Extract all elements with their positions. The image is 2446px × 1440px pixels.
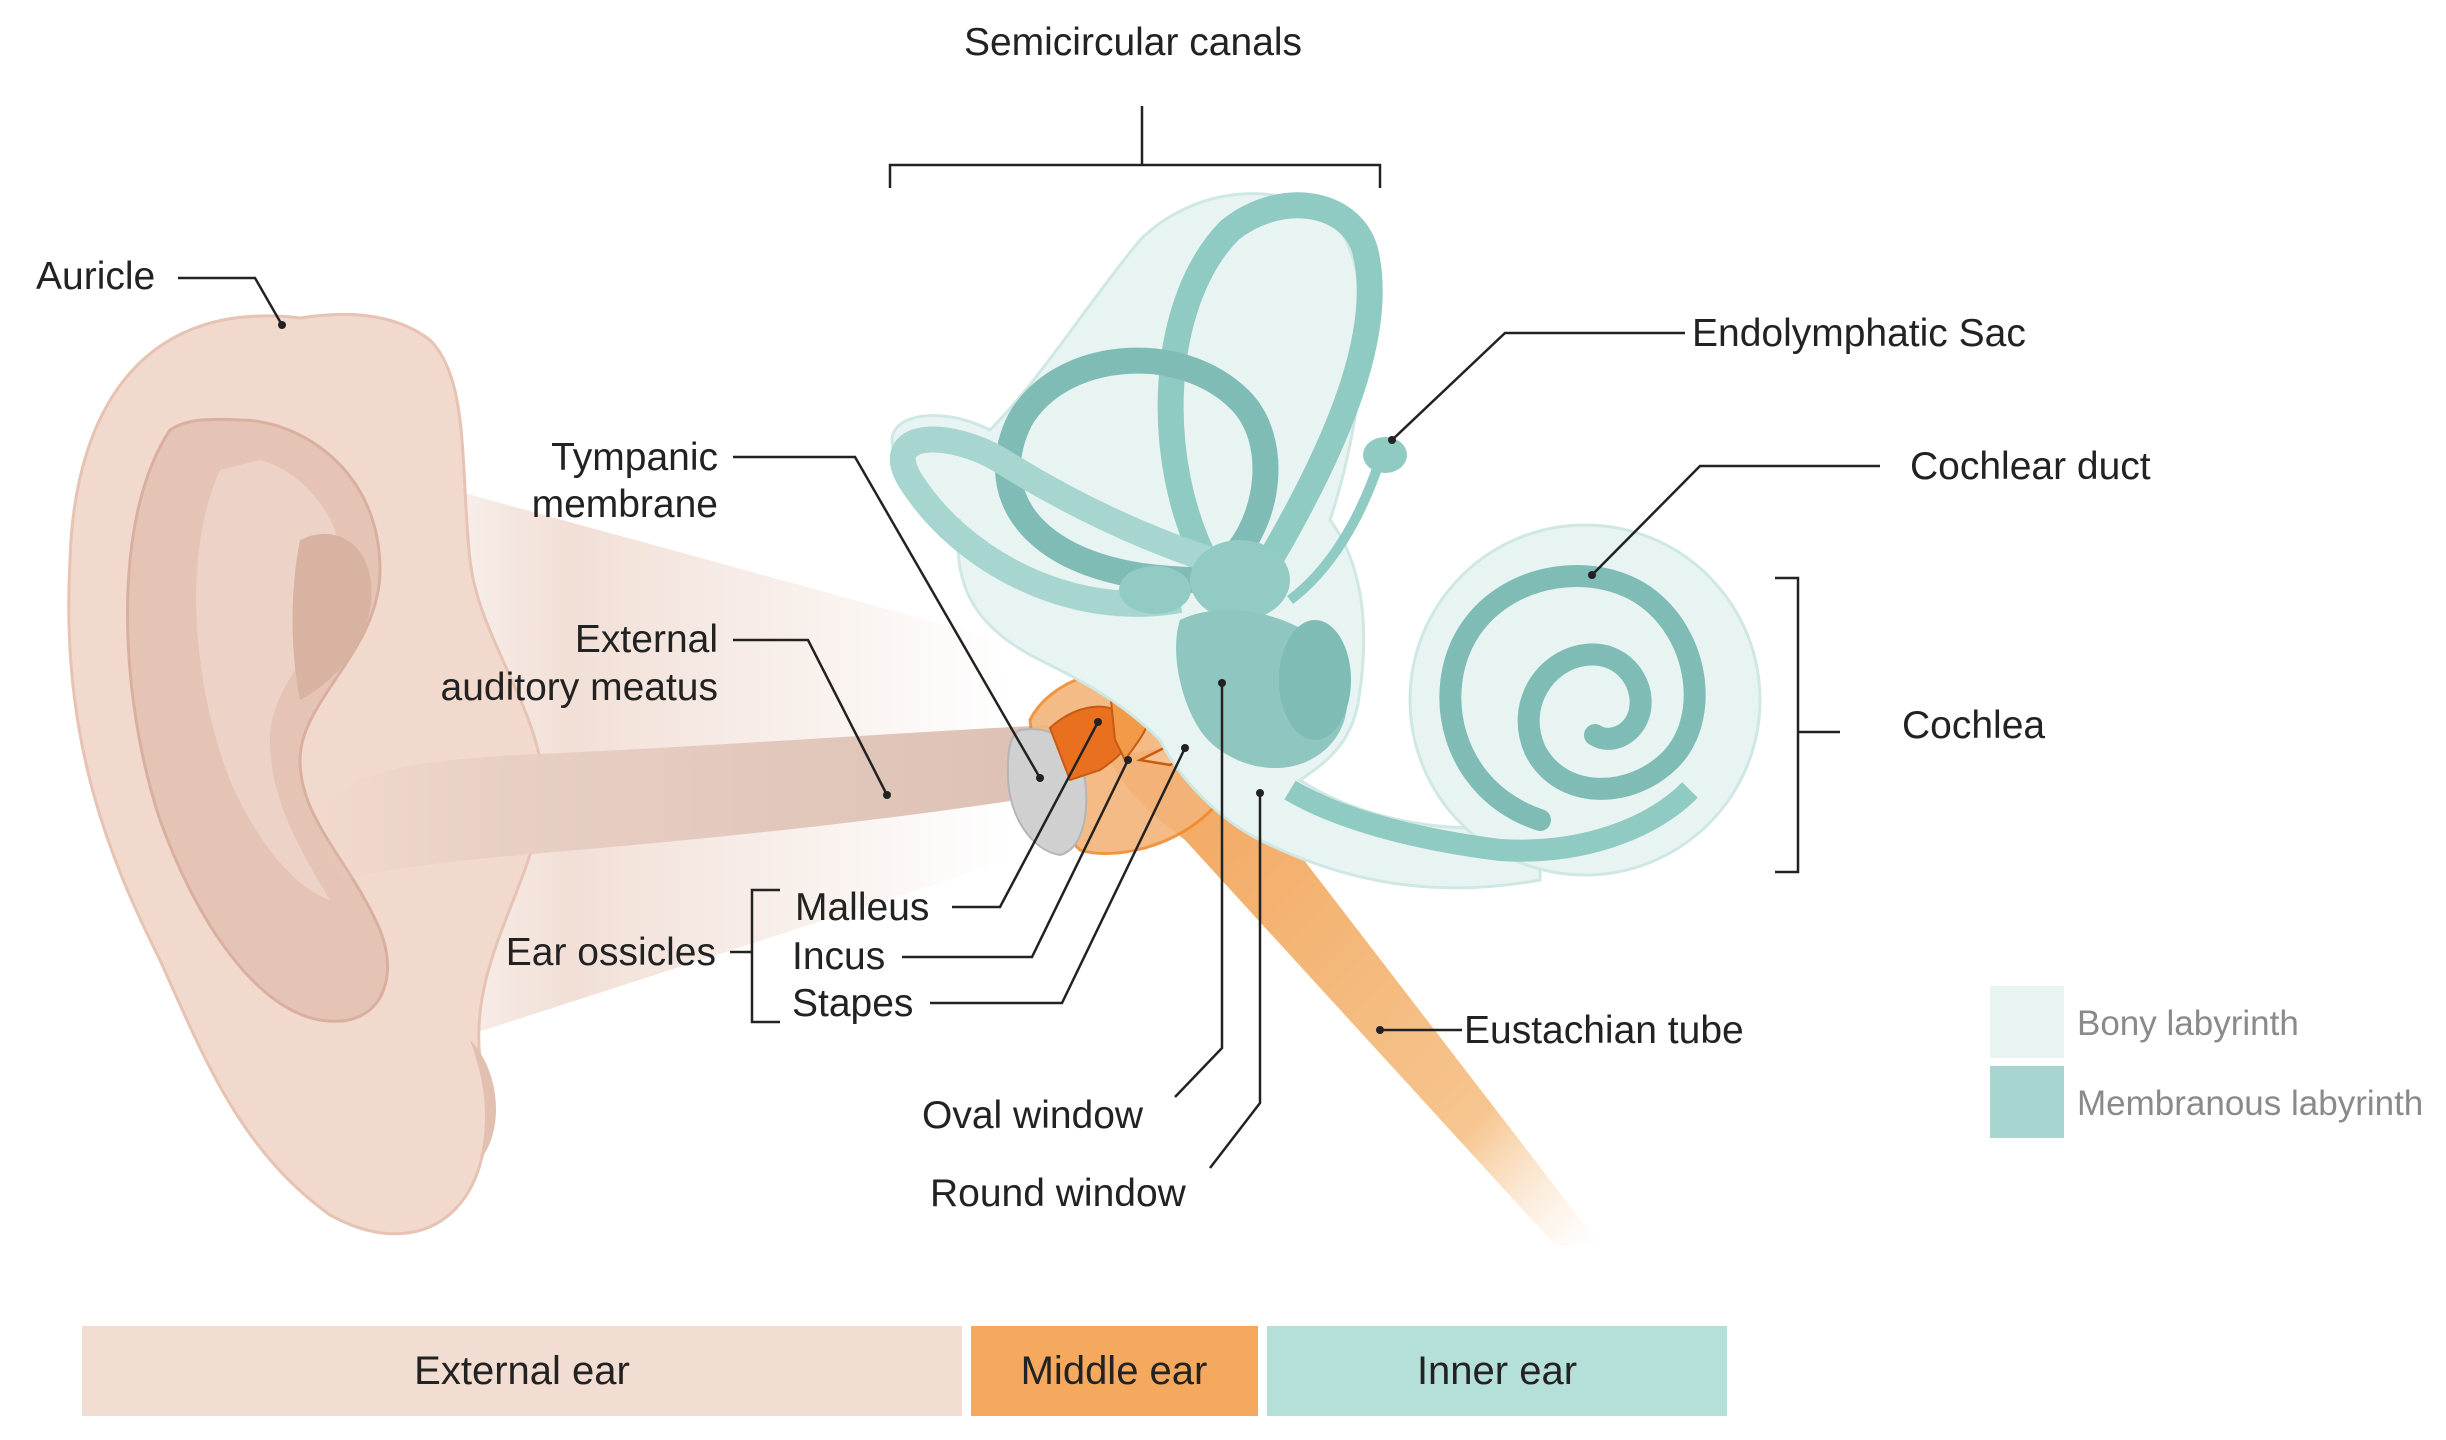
leader-lines: [178, 106, 1880, 1169]
endolymphatic-dot: [1388, 436, 1396, 444]
oval-window-leader: [1174, 683, 1224, 1098]
round-window-dot: [1256, 789, 1264, 797]
tympanic-label-line1: Tympanic: [551, 436, 718, 479]
auricle-leader: [178, 276, 284, 326]
semicircular-bracket: [888, 163, 1382, 188]
lateral-canal: [889, 426, 1215, 617]
malleus-dot: [1094, 718, 1102, 726]
stapes-dot: [1181, 744, 1189, 752]
legend-bony-swatch: [1990, 986, 2064, 1058]
incus-label: Incus: [792, 935, 885, 978]
endolymphatic-duct: [1286, 458, 1385, 604]
concha: [292, 533, 372, 700]
inner-ear-bar-label: Inner ear: [1417, 1349, 1577, 1393]
legend-membranous-swatch: [1990, 1066, 2064, 1138]
inner-ear-illustration: [889, 192, 1762, 890]
ampulla: [1119, 566, 1191, 614]
inner-ear-bar: [1267, 1326, 1727, 1416]
region-bars: External ear Middle ear Inner ear: [82, 1326, 1727, 1416]
external-meatus-label-line2: auditory meatus: [441, 666, 718, 709]
cochlea-bracket: [1775, 576, 1800, 874]
saccule: [1279, 620, 1351, 740]
utricle: [1190, 540, 1290, 620]
labels: Semicircular canals Auricle Endolymphati…: [36, 21, 2151, 1215]
oval-window-dot: [1218, 679, 1226, 687]
cochlear-duct-leader: [1591, 464, 1880, 576]
tympanic-label-line2: membrane: [532, 483, 718, 526]
incus-leader: [902, 759, 1130, 959]
middle-ear-bar-label: Middle ear: [1021, 1349, 1208, 1393]
endolymphatic-leader: [1391, 331, 1685, 441]
stapes-label: Stapes: [792, 982, 913, 1025]
tympanic-leader: [733, 455, 1042, 779]
legend: Bony labyrinth Membranous labyrinth: [1990, 986, 2423, 1138]
external-ear-bar: [82, 1326, 962, 1416]
ossicles-bracket: [750, 888, 780, 1024]
auricle-label: Auricle: [36, 255, 155, 298]
middle-ear-bar: [971, 1326, 1258, 1416]
earlobe-fold: [470, 1040, 497, 1160]
cochlea-label: Cochlea: [1902, 704, 2045, 747]
eustachian-tube-shape: [1110, 747, 1600, 1245]
endolymphatic-sac-shape: [1363, 437, 1407, 473]
posterior-canal: [995, 347, 1279, 593]
legend-membranous-label: Membranous labyrinth: [2077, 1084, 2423, 1123]
cochlear-duct-dot: [1588, 571, 1596, 579]
malleus-label: Malleus: [795, 886, 929, 929]
cochlear-duct-label: Cochlear duct: [1910, 445, 2151, 488]
cochlear-spiral: [1439, 565, 1706, 831]
legend-bony-label: Bony labyrinth: [2077, 1004, 2299, 1043]
bony-labyrinth-shape: [890, 192, 1542, 890]
round-window-label: Round window: [930, 1172, 1187, 1215]
round-window-leader: [1209, 793, 1262, 1169]
external-ear-illustration: [67, 312, 1080, 1236]
eustachian-tube-label: Eustachian tube: [1464, 1009, 1744, 1052]
eustachian-dot: [1376, 1026, 1384, 1034]
external-meatus-dot: [883, 791, 891, 799]
external-meatus-leader: [733, 638, 889, 796]
external-ear-bar-label: External ear: [414, 1349, 630, 1393]
endolymphatic-sac-label: Endolymphatic Sac: [1692, 312, 2026, 355]
auricle-dot: [278, 321, 286, 329]
tympanic-dot: [1036, 774, 1044, 782]
ear-canal: [319, 725, 1080, 880]
ductus-reuniens: [1284, 780, 1698, 862]
semicircular-canals-label: Semicircular canals: [964, 21, 1302, 64]
ear-ossicles-label: Ear ossicles: [506, 931, 716, 974]
external-meatus-label-line1: External: [575, 618, 718, 661]
incus-dot: [1124, 756, 1132, 764]
anterior-canal: [1157, 192, 1383, 577]
oval-window-label: Oval window: [922, 1094, 1144, 1137]
malleus-leader: [952, 721, 1100, 909]
stapes-leader: [930, 747, 1187, 1005]
